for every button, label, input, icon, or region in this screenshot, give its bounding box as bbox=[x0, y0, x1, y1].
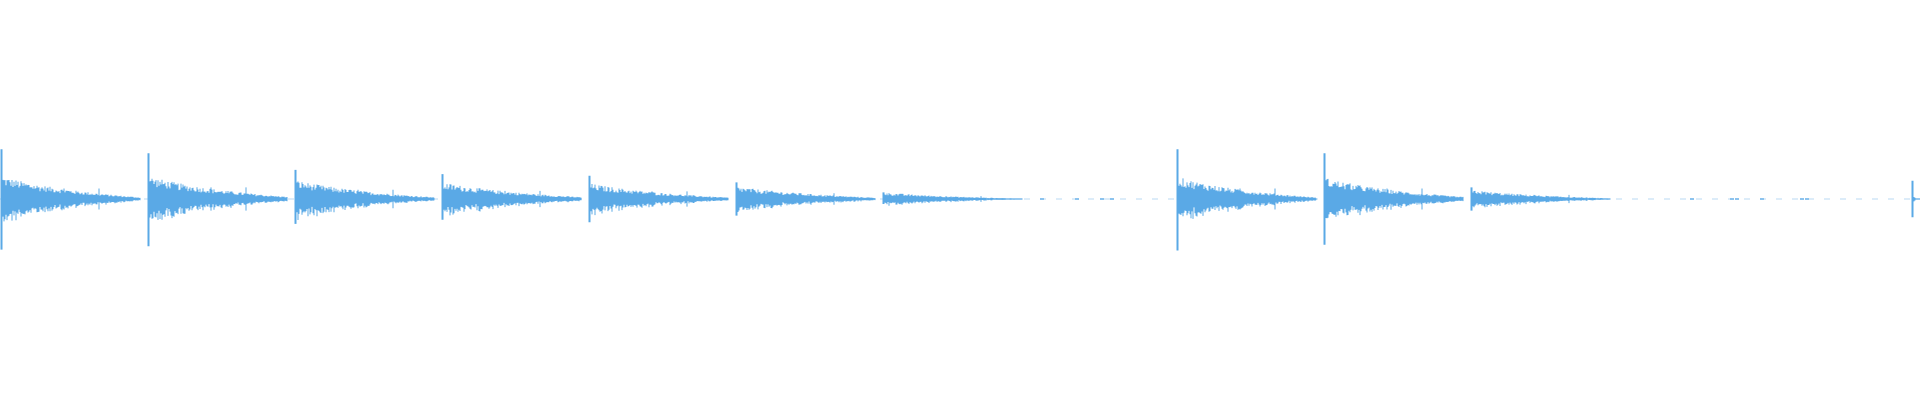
waveform-hit-shape bbox=[588, 175, 729, 223]
waveform-hit-shape bbox=[1176, 149, 1317, 251]
waveform-hit-8 bbox=[1323, 153, 1464, 245]
waveform-hit-4 bbox=[588, 175, 729, 223]
waveform-hit-shape bbox=[1470, 187, 1611, 211]
waveform-hit-shape bbox=[1323, 153, 1464, 245]
waveform-hit-10 bbox=[1911, 180, 1920, 218]
waveform-hit-7 bbox=[1176, 149, 1317, 251]
waveform-hit-shape bbox=[147, 153, 288, 247]
waveform-hit-shape bbox=[294, 169, 435, 224]
waveform-hit-shape bbox=[1911, 180, 1920, 218]
waveform-hit-0 bbox=[0, 149, 141, 250]
waveform-hit-shape bbox=[441, 174, 582, 220]
waveform-hit-5 bbox=[735, 182, 876, 216]
waveform-events bbox=[0, 149, 1920, 251]
waveform-hit-3 bbox=[441, 174, 582, 220]
waveform-hit-6 bbox=[882, 192, 1023, 206]
waveform-hit-shape bbox=[0, 149, 141, 250]
waveform-hit-2 bbox=[294, 169, 435, 224]
waveform-hit-shape bbox=[882, 192, 1023, 206]
waveform-hit-shape bbox=[735, 182, 876, 216]
waveform-hit-1 bbox=[147, 153, 288, 247]
waveform-hit-9 bbox=[1470, 187, 1611, 211]
